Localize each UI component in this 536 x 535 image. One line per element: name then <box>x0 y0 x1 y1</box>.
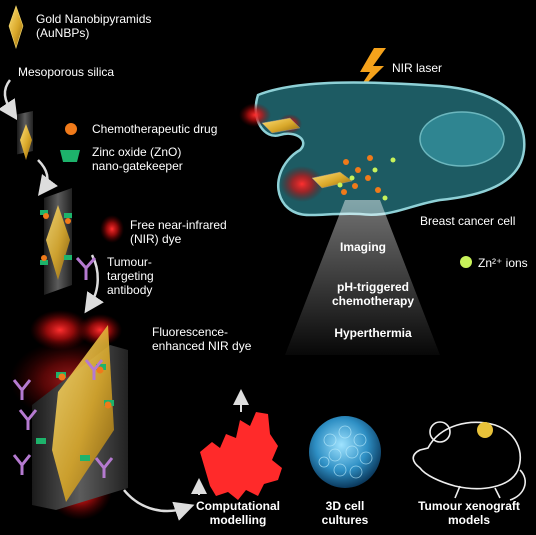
label-zno-line1: Zinc oxide (ZnO) <box>92 145 183 159</box>
label-free-dye-line2: (NIR) dye <box>130 232 227 246</box>
label-hyperthermia: Hyperthermia <box>318 326 428 340</box>
label-zinc-oxide: Zinc oxide (ZnO) nano-gatekeeper <box>92 145 183 173</box>
label-chemotherapeutic-drug: Chemotherapeutic drug <box>92 122 217 136</box>
label-comp-line2: modelling <box>188 513 288 527</box>
label-cult-line2: cultures <box>305 513 385 527</box>
label-3d-cell-cultures: 3D cell cultures <box>305 499 385 527</box>
label-computational-modelling: Computational modelling <box>188 499 288 527</box>
xenograft-tumour-icon <box>477 422 493 438</box>
mouse-xenograft-icon <box>413 422 525 500</box>
label-free-nir-dye: Free near-infrared (NIR) dye <box>130 218 227 246</box>
flow-arrow-4 <box>124 490 185 511</box>
label-fluorescence-dye: Fluorescence- enhanced NIR dye <box>152 325 251 353</box>
label-imaging: Imaging <box>318 240 408 254</box>
label-cult-line1: 3D cell <box>305 499 385 513</box>
label-tumour-antibody: Tumour- targeting antibody <box>107 255 154 297</box>
label-comp-line1: Computational <box>188 499 288 513</box>
cell-culture-sphere-icon <box>309 416 381 488</box>
zn-ion-legend-icon <box>460 256 472 268</box>
drug-icon <box>65 123 77 135</box>
label-antibody-line1: Tumour- <box>107 255 154 269</box>
label-mesoporous-silica: Mesoporous silica <box>18 65 114 79</box>
flow-arrow-1 <box>5 80 12 112</box>
label-tumour-xenograft: Tumour xenograft models <box>410 499 528 527</box>
label-antibody-line2: targeting <box>107 269 154 283</box>
label-gold-line1: Gold Nanobipyramids <box>36 12 151 26</box>
label-zn-ions: Zn²⁺ ions <box>478 256 528 270</box>
label-ph-line1: pH-triggered <box>318 280 428 294</box>
label-xeno-line1: Tumour xenograft <box>410 499 528 513</box>
free-nir-dye-icon <box>100 215 124 243</box>
silica-particle-icon <box>17 111 33 160</box>
loaded-particle-icon <box>40 188 72 295</box>
computational-model-icon <box>200 412 282 500</box>
label-gold-nanobipyramids: Gold Nanobipyramids (AuNBPs) <box>36 12 151 40</box>
gold-nanobipyramid-icon <box>9 6 23 48</box>
zno-gatekeeper-icon <box>60 150 80 162</box>
label-free-dye-line1: Free near-infrared <box>130 218 227 232</box>
antibody-icon <box>77 258 95 280</box>
label-ph-chemotherapy: pH-triggered chemotherapy <box>318 280 428 308</box>
flow-arrow-2 <box>38 160 47 188</box>
label-gold-line2: (AuNBPs) <box>36 26 151 40</box>
label-xeno-line2: models <box>410 513 528 527</box>
label-nir-laser: NIR laser <box>392 61 442 75</box>
final-nanoparticle-icon <box>10 325 130 520</box>
cell-nucleus <box>420 112 504 166</box>
label-ph-line2: chemotherapy <box>318 294 428 308</box>
label-fluor-line1: Fluorescence- <box>152 325 251 339</box>
label-breast-cancer-cell: Breast cancer cell <box>420 214 515 228</box>
cell-dye-glow-3 <box>280 166 324 202</box>
label-zno-line2: nano-gatekeeper <box>92 159 183 173</box>
label-antibody-line3: antibody <box>107 283 154 297</box>
label-fluor-line2: enhanced NIR dye <box>152 339 251 353</box>
